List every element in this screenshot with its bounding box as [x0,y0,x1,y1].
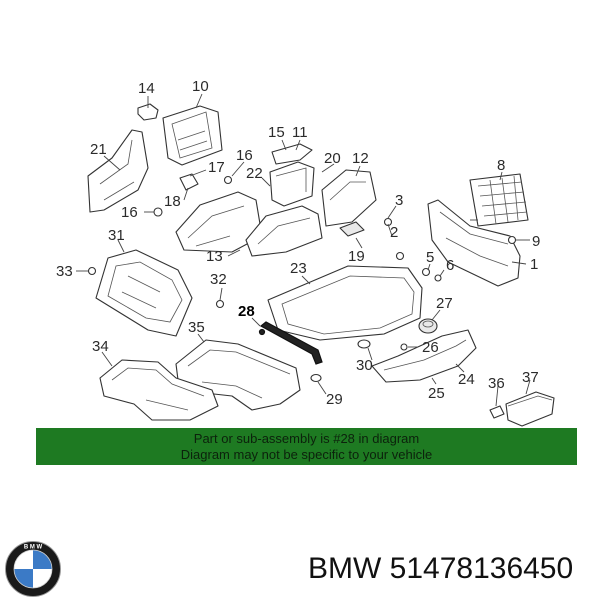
callout-17: 17 [208,159,225,176]
leader-lines [76,93,531,407]
part-24-sill-trim [371,329,477,383]
part-1-rear-trim [427,199,521,287]
part-12-side-trim [321,169,377,227]
callout-36: 36 [488,375,505,392]
banner-line-part: Part or sub-assembly is #28 in diagram [193,431,420,446]
callout-12: 12 [352,150,369,167]
part-23-trunk-floor [267,265,423,341]
part-21-left-trim [87,129,149,213]
part-26-30-fasteners [357,339,408,351]
part-22-panel [175,191,263,253]
callout-34: 34 [92,338,109,355]
part-info-banner: Part or sub-assembly is #28 in diagram D… [36,428,577,465]
callout-30: 30 [356,357,373,374]
callout-26: 26 [422,339,439,356]
callout-15: 15 [268,124,285,141]
callout-24: 24 [458,371,475,388]
part-37-box [505,391,555,427]
banner-line-disclaimer: Diagram may not be specific to your vehi… [180,447,433,462]
callout-27: 27 [436,295,453,312]
brand-part-number: BMW 51478136450 [308,552,574,585]
part-8-cargo-net [469,173,529,227]
part-29-clip [310,373,322,383]
part-13-panel [245,205,323,257]
callout-33: 33 [56,263,73,280]
callout-25: 25 [428,385,445,402]
part-5-6-fasteners [383,217,442,282]
callout-10: 10 [192,78,209,95]
callout-35: 35 [188,319,205,336]
callout-16: 16 [236,147,253,164]
part-33-fastener [87,266,97,276]
callout-labels: 14 10 15 11 21 16 17 18 22 20 12 8 3 16 … [56,78,540,408]
callout-28-highlighted: 28 [238,303,255,320]
callout-6: 6 [446,257,454,274]
part-34-floor-carpet [99,359,219,421]
callout-13: 13 [206,248,223,265]
callout-9: 9 [532,233,540,250]
part-27-cap [418,318,438,334]
part-18-clip [179,173,199,191]
part-32-fastener [215,299,225,309]
bmw-roundel-logo: B M W [5,541,61,597]
callout-2: 2 [390,224,398,241]
callout-21: 21 [90,141,107,158]
callout-19: 19 [348,248,365,265]
part-9-clip [507,235,517,245]
callout-37: 37 [522,369,539,386]
callout-1: 1 [530,256,538,273]
callout-22: 22 [246,165,263,182]
callout-32: 32 [210,271,227,288]
svg-text:B M W: B M W [24,545,43,551]
part-28-highlighted-rod [258,321,323,365]
part-31-seat-back-panel [95,249,193,337]
callout-11: 11 [292,124,308,141]
part-36-clip [489,405,505,419]
callout-16b: 16 [121,204,138,221]
callout-5: 5 [426,249,434,266]
callout-29: 29 [326,391,343,408]
part-20-box [269,161,315,207]
part-15-11-bracket [271,143,313,165]
part-14-clip [137,103,159,121]
part-10-storage-tray [162,105,223,166]
callout-14: 14 [138,80,155,97]
callout-18: 18 [164,193,181,210]
callout-8: 8 [497,157,505,174]
part-19-module [339,221,365,237]
callout-20: 20 [324,150,341,167]
callout-23: 23 [290,260,307,277]
callout-31: 31 [108,227,125,244]
callout-3: 3 [395,192,403,209]
